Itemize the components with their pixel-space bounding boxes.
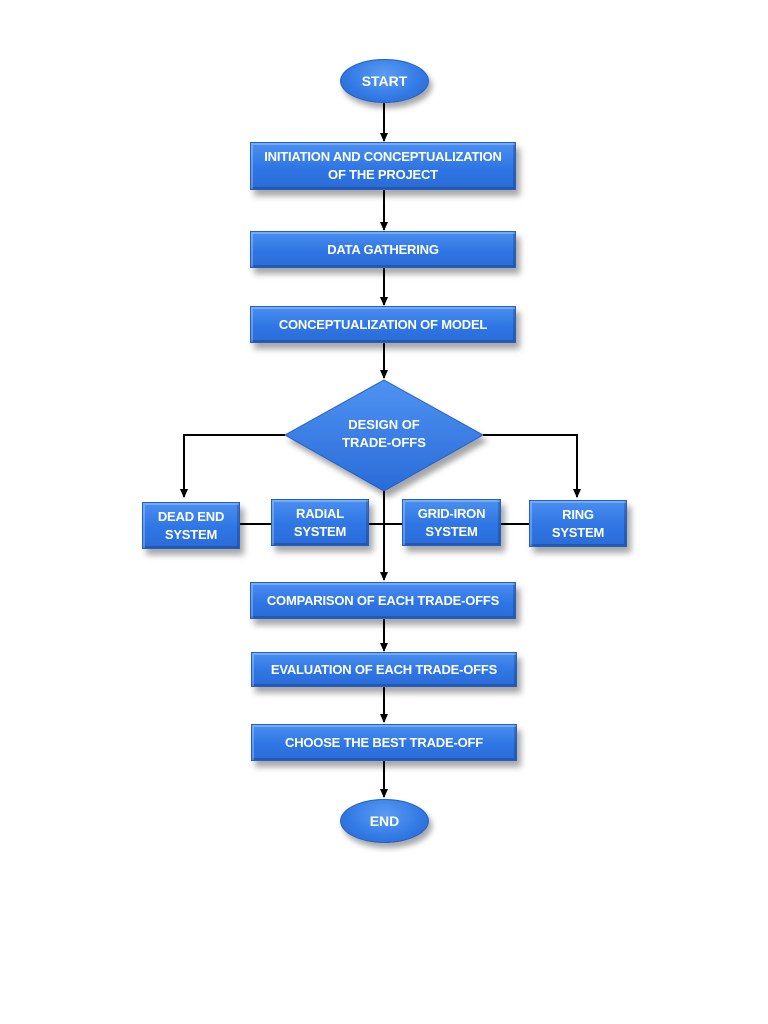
ring-label: RING SYSTEM — [551, 506, 605, 540]
connector-design-deadend — [180, 434, 285, 498]
conceptualization-model-step: CONCEPTUALIZATION OF MODEL — [250, 306, 516, 343]
connector-design-ring — [483, 434, 581, 498]
grid-iron-label: GRID-IRON SYSTEM — [417, 505, 486, 539]
comparison-step: COMPARISON OF EACH TRADE-OFFS — [250, 582, 516, 619]
comparison-label: COMPARISON OF EACH TRADE-OFFS — [266, 592, 500, 608]
evaluation-step: EVALUATION OF EACH TRADE-OFFS — [251, 652, 517, 687]
evaluation-label: EVALUATION OF EACH TRADE-OFFS — [270, 661, 498, 677]
data-gathering-step: DATA GATHERING — [250, 231, 516, 268]
dead-end-label: DEAD END SYSTEM — [157, 508, 225, 542]
end-terminator: END — [340, 799, 429, 843]
choose-best-step: CHOOSE THE BEST TRADE-OFF — [251, 724, 517, 761]
design-tradeoffs-label: DESIGN OF TRADE-OFFS — [342, 417, 426, 450]
grid-iron-system: GRID-IRON SYSTEM — [402, 499, 501, 546]
radial-system: RADIAL SYSTEM — [271, 499, 369, 546]
ring-system: RING SYSTEM — [529, 500, 627, 547]
dead-end-system: DEAD END SYSTEM — [142, 502, 240, 549]
conceptualization-model-label: CONCEPTUALIZATION OF MODEL — [278, 316, 488, 332]
end-label: END — [369, 813, 400, 829]
start-terminator: START — [340, 59, 429, 103]
choose-best-label: CHOOSE THE BEST TRADE-OFF — [285, 734, 483, 750]
start-label: START — [361, 73, 408, 89]
initiation-step: INITIATION AND CONCEPTUALIZATION OF THE … — [250, 142, 516, 190]
radial-label: RADIAL SYSTEM — [293, 505, 347, 539]
initiation-label: INITIATION AND CONCEPTUALIZATION OF THE … — [264, 149, 502, 182]
data-gathering-label: DATA GATHERING — [327, 241, 439, 257]
